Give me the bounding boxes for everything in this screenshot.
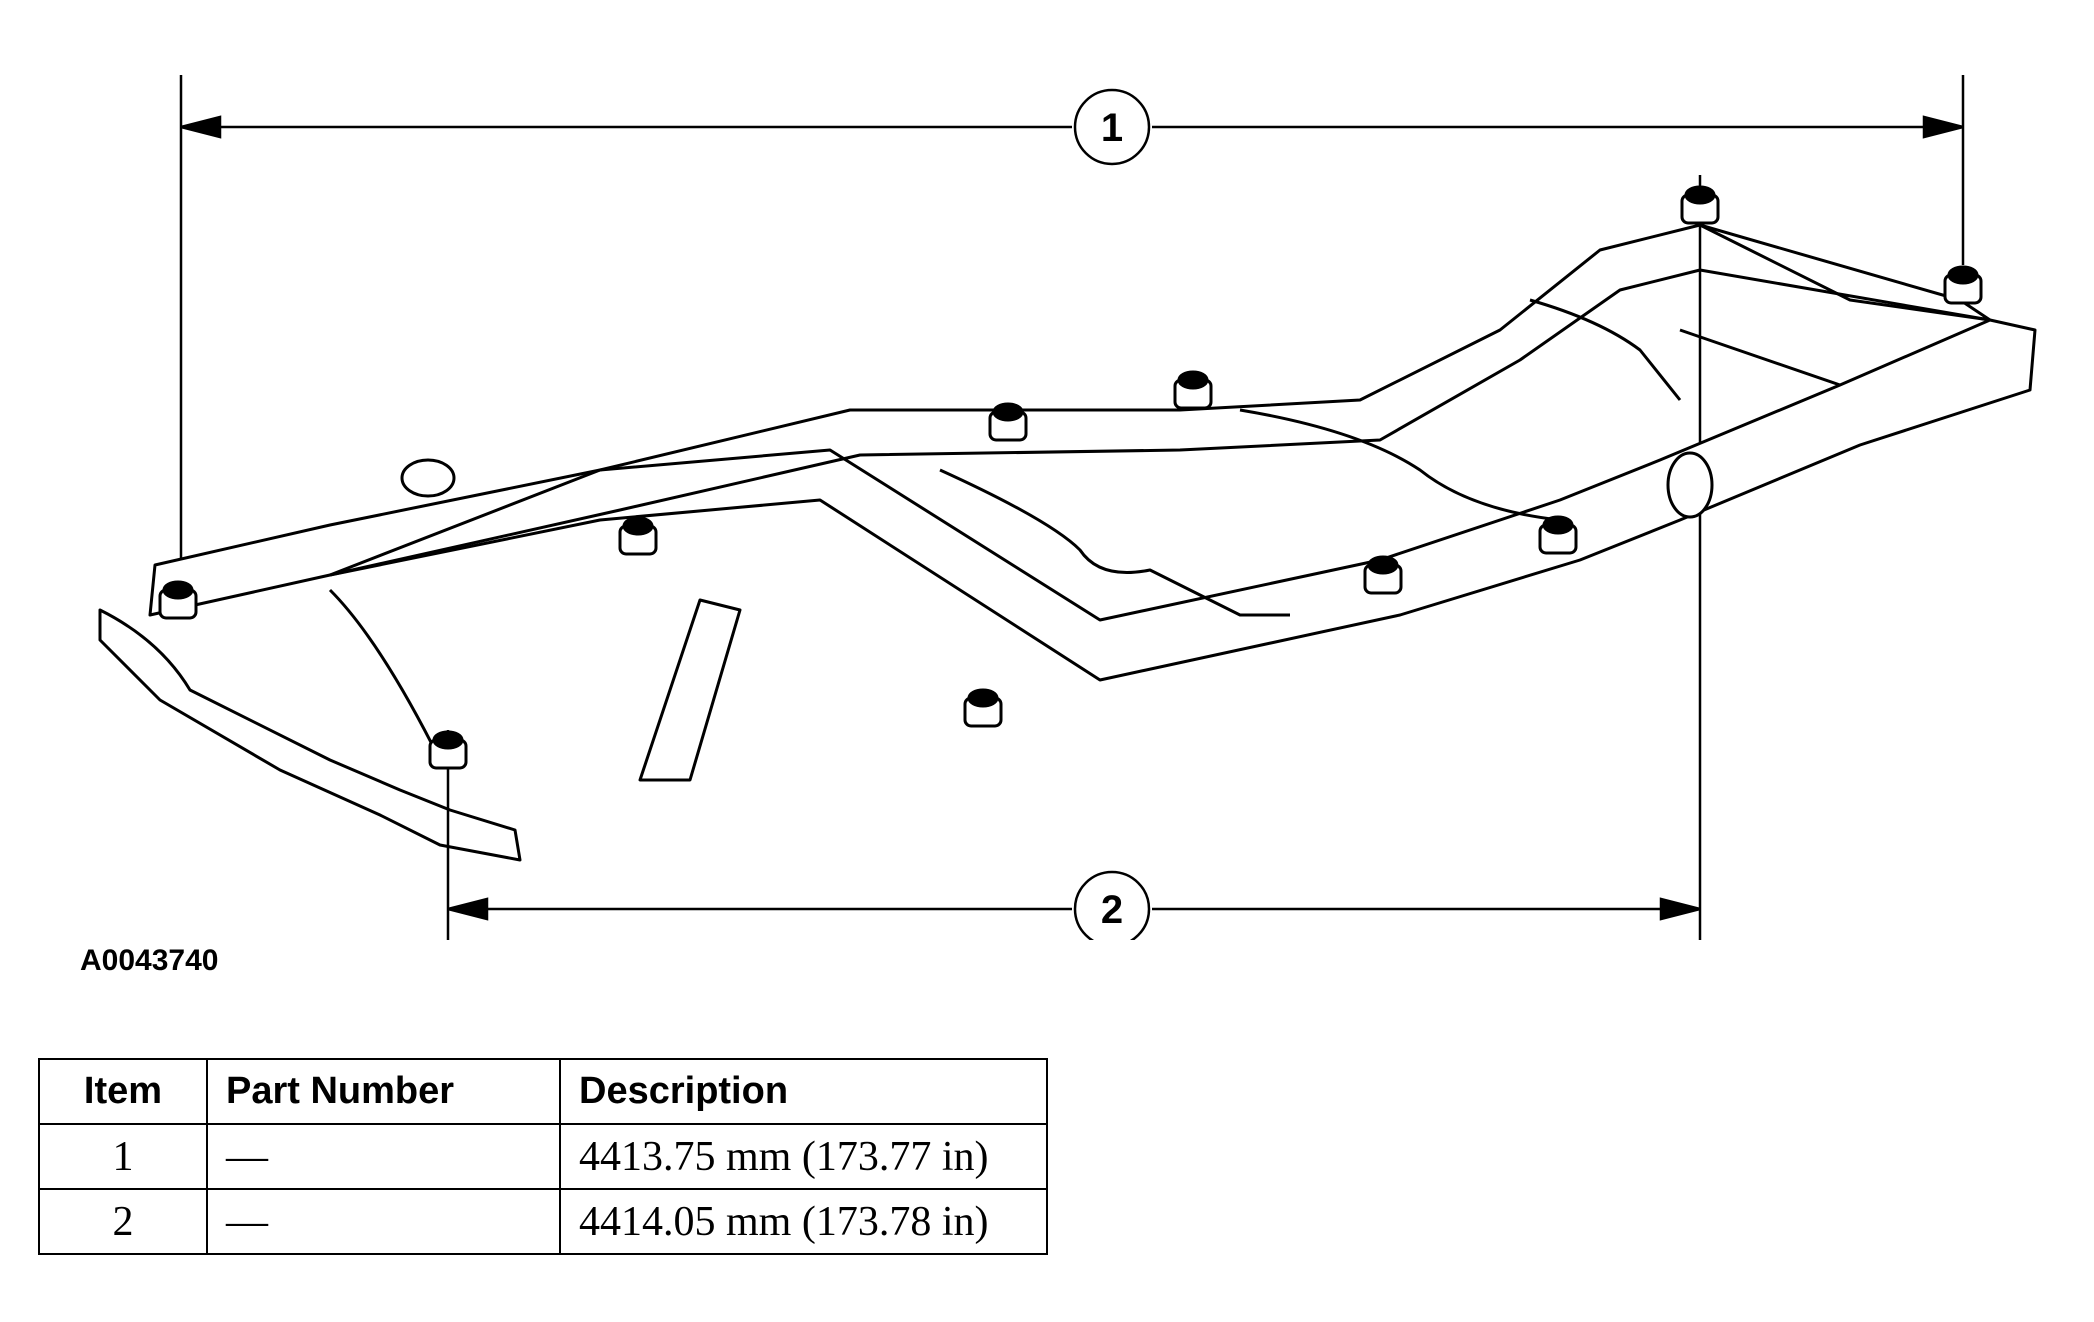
body-mount [1680, 185, 1720, 225]
front-spring-tower [400, 458, 456, 498]
cell-item: 2 [38, 1188, 208, 1255]
dimension-1 [179, 75, 1965, 595]
frame-rail-far [328, 223, 1992, 577]
body-mount [988, 402, 1028, 442]
body-mount [1538, 515, 1578, 555]
crossmember-5 [1529, 298, 1682, 401]
crossmember-1 [328, 588, 442, 761]
cell-part-number: — [206, 1123, 561, 1190]
cell-part-number: — [206, 1188, 561, 1255]
crossmember-3 [939, 468, 1290, 617]
cell-item: 1 [38, 1123, 208, 1190]
body-mount [1943, 265, 1983, 305]
cell-description: 4413.75 mm (173.77 in) [559, 1123, 1048, 1190]
header-part-number: Part Number [206, 1058, 561, 1125]
rear-spring-hanger [1666, 451, 1714, 519]
callout-2-circle [1073, 870, 1151, 940]
body-mounts [158, 185, 1983, 770]
figure-id-label: A0043740 [80, 944, 219, 977]
body-mount [963, 688, 1003, 728]
table-row: 1 — 4413.75 mm (173.77 in) [38, 1123, 1048, 1190]
dimension-2-arrow-left [447, 897, 489, 921]
body-mount [1363, 555, 1403, 595]
crossmember-4 [1239, 408, 1561, 522]
table-row: 2 — 4414.05 mm (173.78 in) [38, 1188, 1048, 1255]
callout-1-circle [1073, 88, 1151, 166]
front-bumper [98, 608, 522, 862]
table-header-row: Item Part Number Description [38, 1058, 1048, 1125]
body-mount [1173, 370, 1213, 410]
header-item: Item [38, 1058, 208, 1125]
crossmember-2 [638, 598, 742, 782]
body-mount [618, 516, 658, 556]
dimension-2-arrow-right [1659, 897, 1701, 921]
callout-1-number: 1 [1101, 106, 1123, 150]
dimension-1-arrow-left [180, 115, 222, 139]
body-mount [158, 580, 198, 620]
rear-section [1679, 223, 1991, 387]
vehicle-frame-illustration [98, 223, 2037, 862]
cell-description: 4414.05 mm (173.78 in) [559, 1188, 1048, 1255]
frame-diagram: 1 2 [98, 75, 2037, 940]
dimension-1-arrow-right [1922, 115, 1964, 139]
callout-2-number: 2 [1101, 888, 1123, 932]
body-mount [428, 730, 468, 770]
parts-table: Item Part Number Description 1 — 4413.75… [38, 1058, 1048, 1255]
frame-rail-near [148, 318, 2037, 682]
header-description: Description [559, 1058, 1048, 1125]
